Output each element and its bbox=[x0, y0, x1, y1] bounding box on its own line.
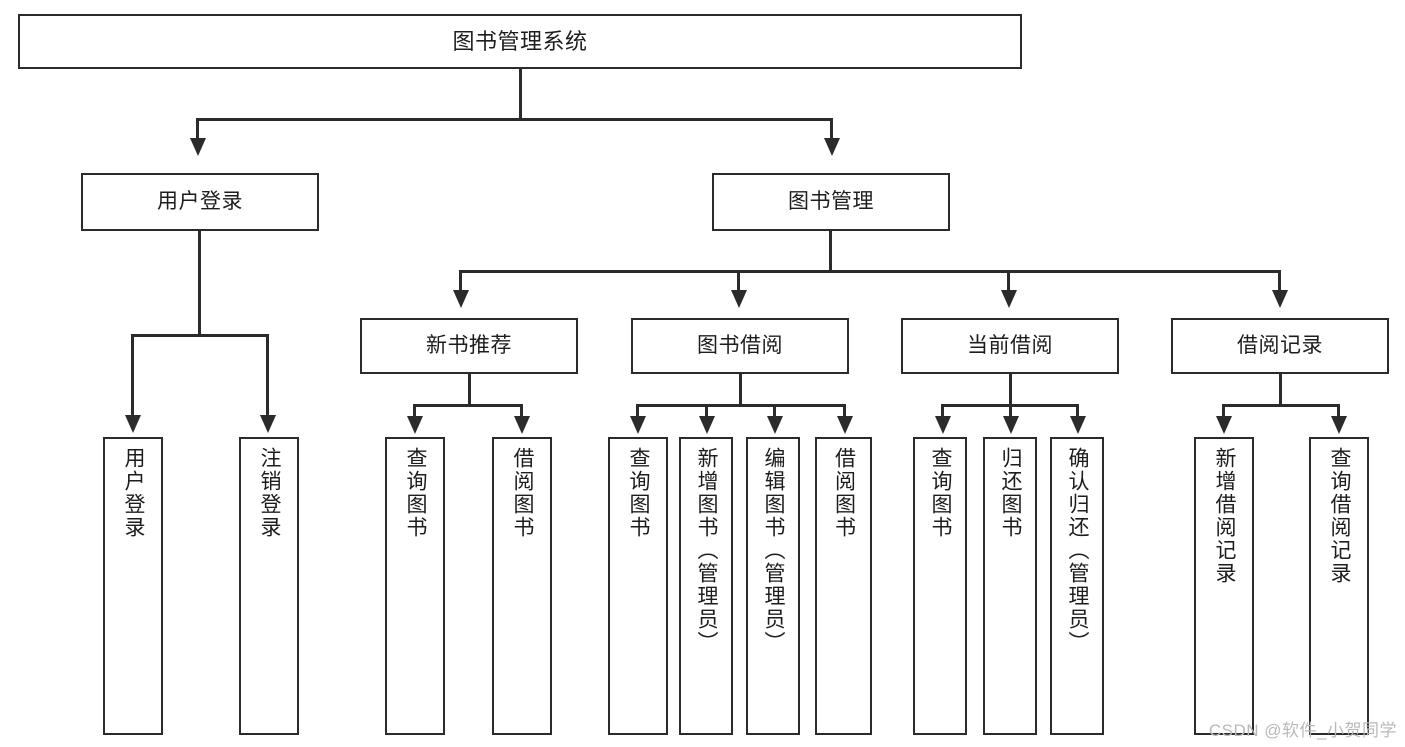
connector-l3-drop-2 bbox=[737, 270, 740, 292]
leaf-label: 归还图书 bbox=[999, 447, 1023, 539]
node-label: 图书管理 bbox=[788, 189, 874, 213]
connector-userlogin-drop-2 bbox=[266, 334, 269, 417]
connector-root-stem bbox=[519, 69, 522, 119]
arrowhead-bookborrow-leaf-2 bbox=[699, 416, 715, 434]
leaf-currentborrow-confirm-return[interactable]: 确认归还（管理员） bbox=[1050, 437, 1104, 735]
arrowhead-book-manage bbox=[824, 138, 840, 156]
arrowhead-borrowrecord-leaf-1 bbox=[1216, 416, 1232, 434]
arrowhead-borrow-record bbox=[1272, 290, 1288, 308]
arrowhead-newbook-leaf-2 bbox=[514, 416, 530, 434]
leaf-bookborrow-borrow-book[interactable]: 借阅图书 bbox=[815, 437, 872, 735]
arrowhead-currentborrow-leaf-1 bbox=[935, 416, 951, 434]
node-current-borrow[interactable]: 当前借阅 bbox=[901, 318, 1119, 374]
node-label: 图书借阅 bbox=[697, 333, 783, 357]
leaf-label: 编辑图书（管理员） bbox=[762, 447, 786, 654]
leaf-label: 新增借阅记录 bbox=[1213, 447, 1237, 585]
connector-bookmanage-bus bbox=[459, 270, 1281, 273]
connector-currentborrow-drop-3 bbox=[1076, 404, 1079, 418]
arrowhead-currentborrow-leaf-2 bbox=[1003, 416, 1019, 434]
connector-currentborrow-drop-2 bbox=[1009, 404, 1012, 418]
leaf-label: 查询图书 bbox=[627, 447, 651, 539]
arrowhead-new-book bbox=[453, 290, 469, 308]
connector-currentborrow-stem bbox=[1009, 374, 1012, 406]
connector-userlogin-drop-1 bbox=[131, 334, 134, 417]
arrowhead-current-borrow bbox=[1001, 290, 1017, 308]
arrowhead-borrowrecord-leaf-2 bbox=[1331, 416, 1347, 434]
connector-bookborrow-drop-2 bbox=[705, 404, 708, 418]
leaf-label: 注销登录 bbox=[258, 447, 282, 539]
leaf-label: 查询图书 bbox=[404, 447, 428, 539]
connector-borrowrecord-bus bbox=[1222, 404, 1340, 407]
leaf-currentborrow-return-book[interactable]: 归还图书 bbox=[983, 437, 1037, 735]
connector-userlogin-bus bbox=[131, 334, 269, 337]
node-label: 当前借阅 bbox=[967, 333, 1053, 357]
connector-borrowrecord-drop-1 bbox=[1222, 404, 1225, 418]
connector-root-bus bbox=[196, 118, 833, 121]
connector-newbook-bus bbox=[413, 404, 523, 407]
connector-root-drop-left bbox=[196, 118, 199, 140]
leaf-label: 用户登录 bbox=[122, 447, 146, 539]
connector-currentborrow-drop-1 bbox=[941, 404, 944, 418]
node-label: 图书管理系统 bbox=[452, 28, 588, 54]
arrowhead-leaf-user-login bbox=[125, 415, 141, 433]
connector-newbook-drop-2 bbox=[520, 404, 523, 418]
leaf-borrowrecord-query-record[interactable]: 查询借阅记录 bbox=[1309, 437, 1369, 735]
arrowhead-currentborrow-leaf-3 bbox=[1070, 416, 1086, 434]
leaf-label: 新增图书（管理员） bbox=[695, 447, 719, 654]
connector-root-drop-right bbox=[830, 118, 833, 140]
arrowhead-newbook-leaf-1 bbox=[407, 416, 423, 434]
leaf-bookborrow-edit-book[interactable]: 编辑图书（管理员） bbox=[746, 437, 800, 735]
leaf-currentborrow-query-book[interactable]: 查询图书 bbox=[913, 437, 967, 735]
leaf-user-login[interactable]: 用户登录 bbox=[103, 437, 163, 735]
connector-bookborrow-drop-3 bbox=[773, 404, 776, 418]
leaf-newbook-query-book[interactable]: 查询图书 bbox=[385, 437, 445, 735]
connector-bookborrow-bus bbox=[636, 404, 846, 407]
connector-newbook-drop-1 bbox=[413, 404, 416, 418]
node-root-system[interactable]: 图书管理系统 bbox=[18, 14, 1022, 69]
leaf-bookborrow-add-book[interactable]: 新增图书（管理员） bbox=[679, 437, 733, 735]
node-label: 用户登录 bbox=[157, 189, 243, 213]
connector-bookmanage-stem bbox=[829, 231, 832, 272]
leaf-label: 借阅图书 bbox=[511, 447, 535, 539]
node-borrow-record[interactable]: 借阅记录 bbox=[1171, 318, 1389, 374]
arrowhead-book-borrow bbox=[731, 290, 747, 308]
arrowhead-leaf-logout bbox=[260, 415, 276, 433]
connector-l3-drop-3 bbox=[1007, 270, 1010, 292]
connector-bookborrow-drop-1 bbox=[636, 404, 639, 418]
leaf-label: 查询借阅记录 bbox=[1328, 447, 1352, 585]
node-book-borrow[interactable]: 图书借阅 bbox=[631, 318, 849, 374]
leaf-logout[interactable]: 注销登录 bbox=[239, 437, 299, 735]
connector-l3-drop-1 bbox=[459, 270, 462, 292]
connector-l3-drop-4 bbox=[1278, 270, 1281, 292]
node-user-login[interactable]: 用户登录 bbox=[81, 173, 319, 231]
arrowhead-bookborrow-leaf-1 bbox=[630, 416, 646, 434]
node-label: 借阅记录 bbox=[1237, 333, 1323, 357]
leaf-bookborrow-query-book[interactable]: 查询图书 bbox=[608, 437, 668, 735]
arrowhead-bookborrow-leaf-3 bbox=[767, 416, 783, 434]
arrowhead-bookborrow-leaf-4 bbox=[837, 416, 853, 434]
leaf-label: 确认归还（管理员） bbox=[1066, 447, 1090, 654]
leaf-newbook-borrow-book[interactable]: 借阅图书 bbox=[492, 437, 552, 735]
connector-bookborrow-drop-4 bbox=[843, 404, 846, 418]
leaf-borrowrecord-add-record[interactable]: 新增借阅记录 bbox=[1194, 437, 1254, 735]
node-new-book-recommend[interactable]: 新书推荐 bbox=[360, 318, 578, 374]
connector-borrowrecord-drop-2 bbox=[1337, 404, 1340, 418]
connector-borrowrecord-stem bbox=[1279, 374, 1282, 406]
arrowhead-user-login bbox=[190, 138, 206, 156]
leaf-label: 查询图书 bbox=[929, 447, 953, 539]
connector-userlogin-stem bbox=[198, 231, 201, 336]
leaf-label: 借阅图书 bbox=[832, 447, 856, 539]
node-label: 新书推荐 bbox=[426, 333, 512, 357]
connector-newbook-stem bbox=[468, 374, 471, 406]
connector-bookborrow-stem bbox=[739, 374, 742, 406]
node-book-management[interactable]: 图书管理 bbox=[712, 173, 950, 231]
